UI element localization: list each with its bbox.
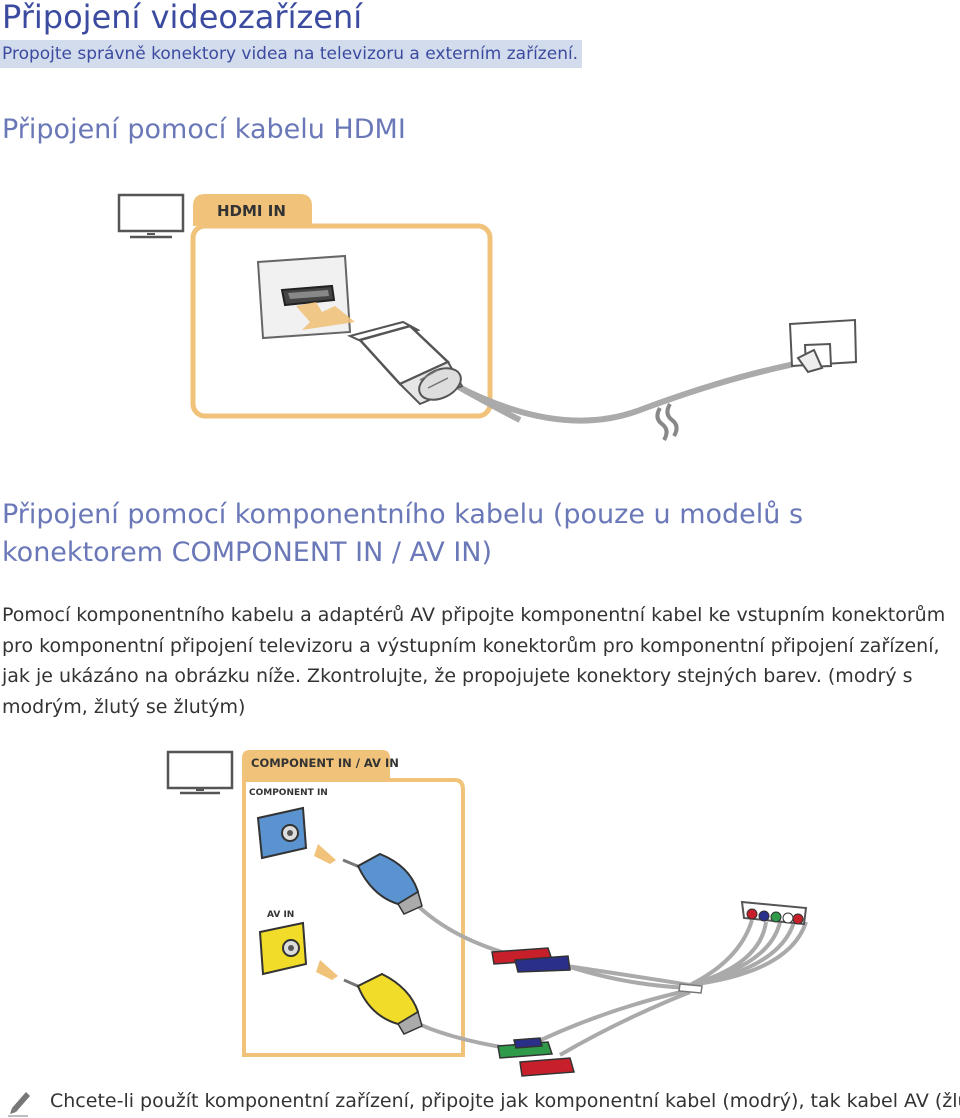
av-jack-yellow [258,921,308,976]
component-in-label: COMPONENT IN [249,788,328,798]
page-title: Připojení videozařízení [2,0,363,36]
cable-break-icon [655,402,679,442]
insert-arrow-yellow [316,960,338,980]
tv-icon [166,750,234,795]
hdmi-label-tab [193,194,312,226]
note-text: Chcete-li použít komponentní zařízení, p… [50,1090,960,1112]
pencil-icon [8,1092,30,1117]
adapter-rgb [497,1037,575,1077]
external-device-connector [788,318,858,374]
tv-icon [117,193,185,239]
adapter-red-blue [491,947,571,973]
hdmi-plug [347,320,464,406]
component-jack-blue [256,806,308,860]
component-cables [409,898,808,1057]
component-section-heading: Připojení pomocí komponentního kabelu (p… [2,499,804,568]
hdmi-insert-arrow [296,302,355,330]
insert-arrow-blue [314,844,336,864]
component-section-body: Pomocí komponentního kabelu a adaptérů A… [2,604,946,718]
component-tab-label: COMPONENT IN / AV IN [251,756,399,770]
page-subtitle: Propojte správně konektory videa na tele… [0,40,583,68]
blue-plug [342,852,423,915]
av-in-label: AV IN [267,910,295,920]
component-label-tab [242,750,390,778]
hdmi-port-label: HDMI IN [217,202,286,220]
device-terminal-strip [740,900,808,926]
hdmi-section-heading: Připojení pomocí kabelu HDMI [2,114,406,145]
yellow-plug [343,972,423,1035]
